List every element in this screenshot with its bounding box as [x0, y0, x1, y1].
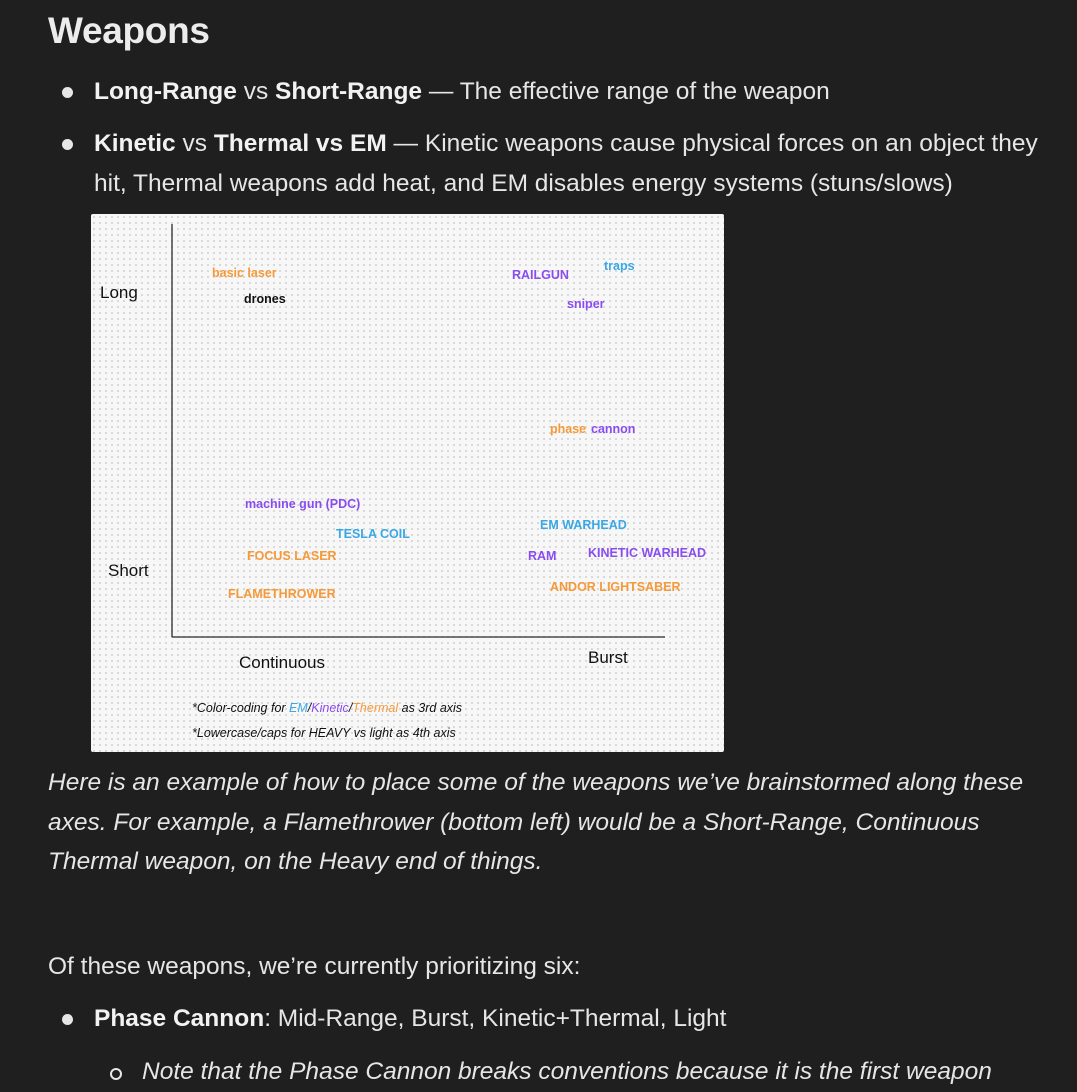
weapon-label-cannon: cannon	[591, 422, 635, 436]
weapon-label-traps: traps	[604, 259, 635, 273]
y-label-long: Long	[100, 283, 138, 302]
figure-caption: Here is an example of how to place some …	[48, 769, 1024, 875]
bullet-dot	[62, 139, 73, 150]
term-kinetic: Kinetic	[94, 130, 176, 157]
weapon-label-focus-laser: FOCUS LASER	[247, 549, 337, 563]
weapon-label-machine-gun-pdc: machine gun (PDC)	[245, 497, 360, 511]
y-label-short: Short	[108, 561, 149, 580]
weapon-label-phase: phase	[550, 422, 586, 436]
weapon-label-kinetic-warhead: KINETIC WARHEAD	[588, 546, 706, 560]
section-heading: Weapons	[48, 10, 210, 51]
term-long-range: Long-Range	[94, 78, 237, 105]
weapon-label-sniper: sniper	[567, 297, 605, 311]
weapon-label-basic-laser: basic laser	[212, 266, 277, 280]
weapon-label-ram: RAM	[528, 549, 556, 563]
color-coding-note: *Color-coding for EM/Kinetic/Thermal as …	[192, 701, 462, 715]
sub-bullet-circle	[110, 1068, 122, 1080]
weapon-label-flamethrower: FLAMETHROWER	[228, 587, 336, 601]
damage-description: — Kinetic weapons cause physical forces …	[94, 130, 1038, 197]
bullet-dot	[62, 87, 73, 98]
weapon-label-drones: drones	[244, 292, 286, 306]
term-thermal-em: Thermal vs EM	[213, 130, 387, 157]
phase-cannon-note: Note that the Phase Cannon breaks conven…	[142, 1058, 992, 1085]
bullet-dot	[62, 1014, 73, 1025]
term-phase-cannon: Phase Cannon	[94, 1005, 265, 1032]
x-label-continuous: Continuous	[239, 653, 325, 672]
priority-paragraph: Of these weapons, we’re currently priori…	[48, 953, 581, 980]
weapon-label-tesla-coil: TESLA COIL	[336, 527, 410, 541]
case-coding-note: *Lowercase/caps for HEAVY vs light as 4t…	[192, 726, 456, 740]
phase-cannon-description: : Mid-Range, Burst, Kinetic+Thermal, Lig…	[264, 1005, 727, 1032]
range-description: — The effective range of the weapon	[422, 78, 830, 105]
x-label-burst: Burst	[588, 648, 628, 667]
weapon-axes-svg: Long Short Continuous Burst basic laser d…	[100, 224, 706, 740]
vs-text: vs	[236, 78, 276, 105]
weapon-label-andor-lightsaber: ANDOR LIGHTSABER	[550, 580, 681, 594]
weapon-label-railgun: RAILGUN	[512, 268, 569, 282]
weapon-items: basic laser drones RAILGUN traps sniper phase…	[212, 259, 706, 601]
weapon-axes-figure: Long Short Continuous Burst basic laser d…	[91, 214, 724, 752]
weapon-label-em-warhead: EM WARHEAD	[540, 518, 627, 532]
vs-text: vs	[175, 130, 214, 157]
term-short-range: Short-Range	[275, 78, 423, 105]
